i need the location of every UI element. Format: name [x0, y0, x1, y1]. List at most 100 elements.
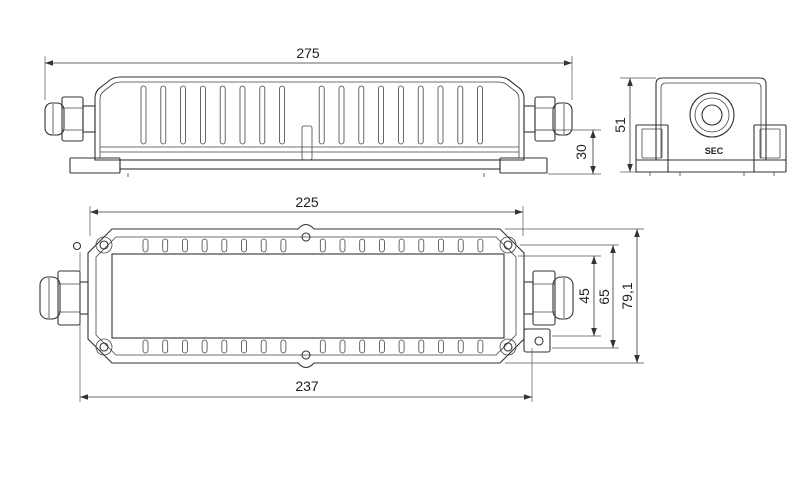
cooling-fin — [477, 339, 484, 354]
gland-cap — [552, 276, 574, 320]
gland-cap — [39, 276, 61, 320]
cooling-fin — [378, 85, 385, 145]
cooling-fin — [239, 85, 246, 145]
dimension-housing-length: 225 — [89, 194, 524, 236]
cooling-fin — [477, 238, 484, 253]
cooling-fin — [181, 238, 188, 253]
screw-hole — [99, 240, 109, 250]
gland-cap — [552, 102, 573, 136]
left-cable-gland — [44, 96, 96, 142]
top-fin-row — [142, 238, 484, 253]
center-boss-hole — [301, 232, 311, 242]
dimension-label: 237 — [295, 378, 319, 394]
cooling-fin — [142, 339, 149, 354]
cooling-fin — [260, 339, 267, 354]
cooling-fin — [438, 238, 444, 253]
cooling-fin — [241, 339, 247, 354]
cooling-fin — [162, 238, 169, 253]
cooling-fin — [201, 238, 208, 253]
dimension-base-height: 30 — [536, 129, 601, 175]
plan-housing-inner-edge — [95, 236, 517, 356]
cooling-fin — [359, 339, 366, 354]
cooling-fin — [221, 339, 228, 354]
cooling-fin — [418, 339, 425, 354]
dimension-label: 45 — [576, 288, 592, 304]
cooling-fin — [260, 238, 267, 253]
cooling-fin — [417, 85, 424, 145]
cooling-fin — [359, 238, 366, 253]
corner-boss — [95, 236, 113, 254]
plan-housing-outline — [87, 223, 525, 369]
cooling-fin — [398, 238, 405, 253]
dimension-label: 79,1 — [619, 282, 635, 309]
dimension-label: 225 — [295, 194, 319, 210]
cooling-fin — [438, 339, 444, 354]
cooling-fin — [378, 238, 385, 253]
cooling-fin — [358, 85, 365, 145]
screw-hole — [99, 342, 109, 352]
dimension-label: 65 — [596, 289, 612, 305]
side-fin-group — [140, 85, 484, 145]
cooling-fin — [418, 238, 425, 253]
dimension-label: 51 — [612, 117, 628, 133]
corner-boss — [499, 338, 517, 356]
base-flange — [119, 159, 501, 170]
cooling-fin — [437, 85, 444, 145]
screw-hole — [503, 342, 513, 352]
cooling-fin — [259, 85, 266, 145]
gland-middle-ring — [694, 97, 730, 133]
cooling-fin — [397, 85, 404, 145]
cooling-fin — [457, 85, 464, 145]
gland-marking: SEC — [705, 146, 724, 156]
dimension-overall-width: 79,1 — [505, 228, 644, 364]
dimension-overall-length: 275 — [44, 45, 573, 100]
dimension-label: 30 — [573, 144, 589, 160]
dimension-inner-width: 45 — [518, 255, 601, 337]
cooling-fin — [160, 85, 167, 145]
housing-inner-edge — [99, 81, 520, 158]
left-foot-recess — [641, 128, 663, 159]
cooling-fin — [162, 339, 169, 354]
cooling-fin — [457, 238, 464, 253]
dimension-plan-overall-length: 237 — [79, 252, 533, 402]
cooling-fin — [280, 238, 287, 253]
cooling-fin — [219, 85, 226, 145]
gland-nut — [534, 96, 556, 142]
gland-cable-opening — [701, 104, 723, 126]
cooling-fin — [338, 85, 345, 145]
dimension-fixing-spacing: 65 — [520, 244, 619, 349]
cooling-fin — [378, 339, 385, 354]
dimension-label: 275 — [296, 45, 320, 61]
cooling-fin — [280, 339, 287, 354]
gland-nut — [532, 270, 556, 326]
cooling-fin — [318, 85, 325, 145]
cooling-fin — [241, 238, 247, 253]
cooling-fin — [181, 339, 188, 354]
left-cable-gland — [39, 270, 89, 326]
gland-cap — [44, 102, 65, 136]
cooling-fin — [279, 85, 286, 145]
gland-neck — [82, 105, 96, 133]
cooling-fin — [199, 85, 206, 145]
cooling-fin — [339, 339, 346, 354]
end-view: SEC 51 — [612, 77, 787, 176]
right-cable-gland — [523, 270, 574, 326]
housing-outline — [94, 76, 525, 161]
corner-boss — [95, 338, 113, 356]
cooling-fin — [319, 238, 326, 253]
end-housing-inner-edge — [660, 82, 762, 158]
cooling-fin — [180, 85, 187, 145]
cooling-fin — [140, 85, 147, 145]
center-boss-hole — [301, 350, 311, 360]
right-foot-recess — [759, 128, 781, 159]
cooling-fin — [319, 339, 326, 354]
end-housing-outline — [655, 77, 767, 161]
right-mounting-tab — [523, 328, 551, 353]
bottom-fin-row — [142, 339, 484, 354]
cooling-fin — [457, 339, 464, 354]
cooling-fin — [477, 85, 484, 145]
left-mounting-hole — [72, 241, 82, 251]
plan-view: 225 237 45 65 79,1 — [39, 194, 644, 402]
